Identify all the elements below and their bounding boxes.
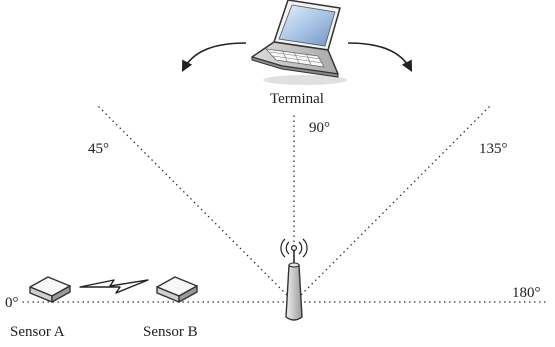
laptop-icon <box>251 0 347 85</box>
ray-45-degrees <box>97 105 295 303</box>
angle-label-90: 90° <box>309 120 330 136</box>
angle-label-45: 45° <box>88 141 109 157</box>
ray-135-degrees <box>293 103 493 303</box>
angle-label-0: 0° <box>5 295 19 311</box>
angle-rays <box>20 103 548 303</box>
terminal-label: Terminal <box>270 91 324 107</box>
rotate-right-arrow-icon <box>347 42 413 72</box>
sensor-b-label: Sensor B <box>143 324 198 340</box>
angle-label-180: 180° <box>512 285 541 301</box>
angle-label-135: 135° <box>479 141 508 157</box>
sensor-a-icon <box>29 276 71 303</box>
sensor-b-icon <box>156 276 198 303</box>
sensor-a-label: Sensor A <box>10 324 65 340</box>
antenna-icon <box>280 238 308 321</box>
rotate-left-arrow-icon <box>181 42 247 72</box>
wireless-link-icon <box>79 279 149 294</box>
